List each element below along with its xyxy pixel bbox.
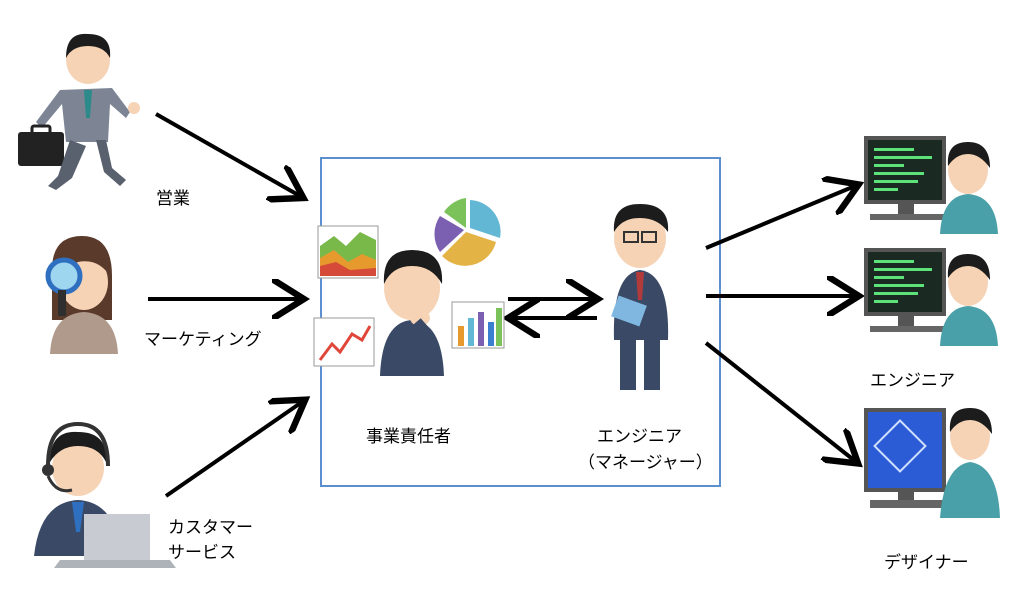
- sales-person-illustration: [18, 33, 140, 190]
- engineer-2-illustration: [864, 248, 998, 346]
- line-chart-illustration: [313, 317, 375, 367]
- bar-chart-illustration: [451, 301, 505, 349]
- arrow-cs-to-owner: [164, 402, 302, 498]
- designer-illustration: [864, 408, 1000, 518]
- customer-service-person-illustration: [34, 421, 176, 568]
- marketing-person-illustration: [45, 236, 118, 354]
- label-business-owner: 事業責任者: [366, 427, 451, 447]
- label-customer-service-1: カスタマー: [168, 518, 253, 538]
- pie-chart-illustration: [434, 198, 501, 266]
- label-marketing: マーケティング: [144, 330, 262, 350]
- label-sales: 営業: [156, 189, 190, 209]
- label-engineer-manager-1: エンジニア: [597, 427, 682, 447]
- arrow-sales-to-owner: [155, 112, 300, 196]
- label-engineer-manager-2: （マネージャー）: [578, 453, 713, 473]
- label-engineers: エンジニア: [870, 371, 955, 391]
- engineer-manager-illustration: [611, 204, 669, 390]
- area-chart-illustration: [317, 225, 379, 279]
- arrow-manager-to-engineer1: [705, 186, 855, 250]
- business-owner-illustration: [380, 250, 444, 376]
- label-designer: デザイナー: [884, 553, 969, 573]
- arrow-manager-to-designer: [704, 341, 855, 461]
- label-customer-service-2: サービス: [168, 543, 236, 563]
- engineer-1-illustration: [864, 136, 998, 234]
